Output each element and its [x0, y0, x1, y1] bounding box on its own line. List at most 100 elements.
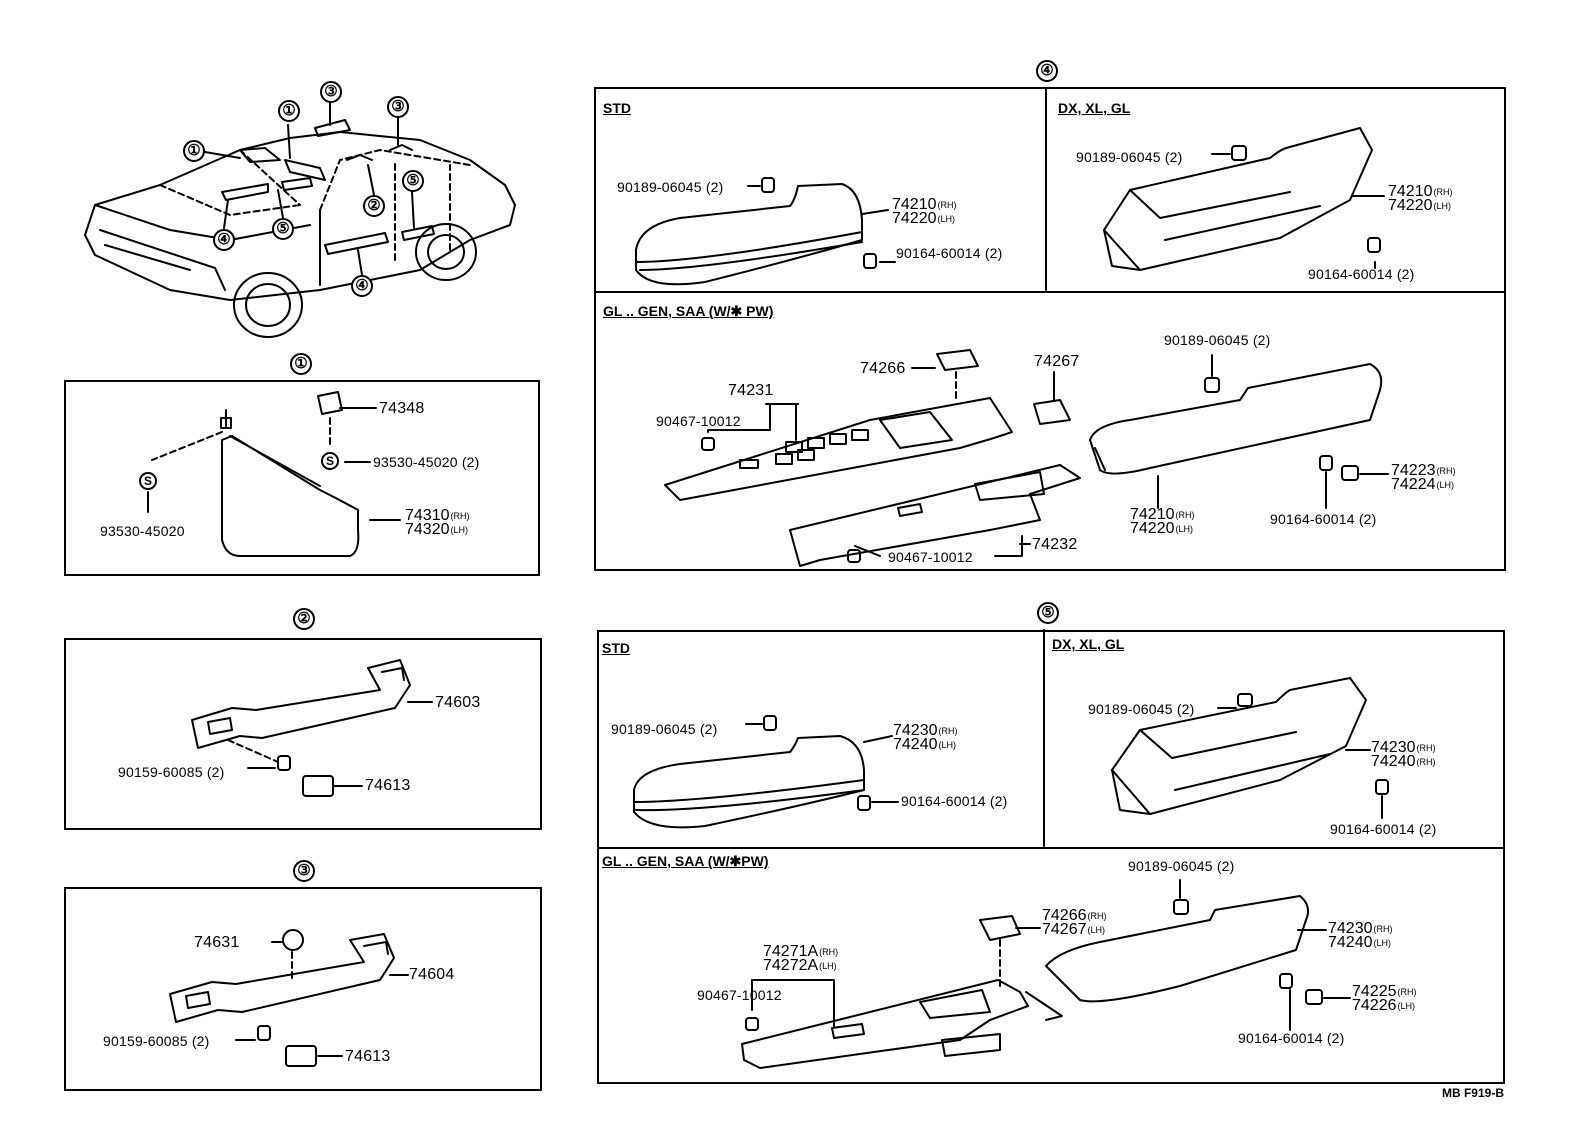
s4-gl-90467-b: 90467-10012 [888, 549, 973, 565]
s5-gl-90467: 90467-10012 [697, 987, 782, 1003]
s5-gl-74271a-74272a: 74271A(RH) 74272A(LH) [763, 944, 839, 974]
drawing-code: MB F919-B [1441, 1086, 1504, 1100]
s5-gl-90189: 90189-06045 (2) [1128, 858, 1235, 874]
section5-divider [599, 847, 1503, 849]
suffix-rh: (RH) [1373, 924, 1393, 934]
s4-std-90164: 90164-60014 (2) [896, 245, 1003, 261]
s4-dx-74220: 74220 [1388, 197, 1433, 214]
suffix-lh: (LH) [819, 961, 837, 971]
s5-dx-74230: 74230 [1371, 739, 1416, 756]
suffix-rh: (RH) [1433, 187, 1453, 197]
part-74310-74320: 74310(RH) 74320(LH) [405, 507, 470, 538]
section4-divider [596, 291, 1504, 293]
s4-dx-heading: DX, XL, GL [1058, 100, 1131, 116]
s4-gl-74267: 74267 [1034, 353, 1080, 370]
s5-gl-74272a: 74272A [763, 957, 819, 974]
s5-gl-74230-74240: 74230(RH) 74240(LH) [1328, 920, 1393, 951]
s5-gl-74266: 74266 [1042, 907, 1087, 924]
s4-std-74210-74220: 74210(RH) 74220(LH) [892, 196, 957, 227]
s-mark-1: S [321, 452, 339, 470]
s5-gl-74225: 74225 [1352, 983, 1397, 1000]
section5-callout: ⑤ [1037, 602, 1059, 624]
suffix-rh: (RH) [937, 200, 957, 210]
suffix-lh: (LH) [937, 214, 956, 224]
suffix-rh: (RH) [450, 511, 470, 521]
s5-gl-74267: 74267 [1042, 921, 1087, 938]
s4-gl-74210: 74210 [1130, 506, 1175, 523]
s5-gl-74230: 74230 [1328, 920, 1373, 937]
s4-dx-74210: 74210 [1388, 183, 1433, 200]
s5-dx-heading: DX, XL, GL [1052, 636, 1125, 652]
section5-panel [597, 630, 1505, 1084]
section3-panel [64, 887, 542, 1091]
s4-gl-armrest-art [664, 349, 1389, 567]
s-mark-2: S [139, 472, 157, 490]
s5-std-74240: 74240 [893, 736, 938, 753]
suffix-rh: (RH) [1087, 911, 1107, 921]
suffix-rh: (RH) [938, 726, 958, 736]
s5-dx-90189: 90189-06045 (2) [1088, 701, 1195, 717]
car-callout-1b: ① [278, 100, 300, 122]
car-callout-1a: ① [183, 140, 205, 162]
section1-callout: ① [290, 353, 312, 375]
part-90159-60085: 90159-60085 (2) [118, 764, 225, 780]
s4-gl-74232: 74232 [1032, 536, 1078, 553]
part-90159-60085-b: 90159-60085 (2) [103, 1033, 210, 1049]
s4-std-armrest-art [635, 177, 896, 286]
s4-std-heading: STD [603, 100, 631, 116]
s4-std-90189: 90189-06045 (2) [617, 179, 724, 195]
s4-std-74220: 74220 [892, 210, 937, 227]
s5-std-armrest-art [633, 715, 899, 829]
s4-gl-74220: 74220 [1130, 520, 1175, 537]
s5-gl-heading: GL .. GEN, SAA (W/✱PW) [602, 853, 769, 869]
s4-gl-90164: 90164-60014 (2) [1270, 511, 1377, 527]
s5-dx-74230-74240: 74230(RH) 74240(RH) [1371, 739, 1436, 770]
car-callout-3a: ③ [320, 81, 342, 103]
suffix-lh: (LH) [1373, 938, 1392, 948]
section4-panel [594, 87, 1506, 571]
s4-gl-90189: 90189-06045 (2) [1164, 332, 1271, 348]
s4-std-74210: 74210 [892, 196, 937, 213]
s5-dx-74240: 74240 [1371, 753, 1416, 770]
car-callout-4a: ④ [213, 229, 235, 251]
s4-gl-74223-74224: 74223(RH) 74224(LH) [1391, 462, 1456, 493]
s5-gl-74225-74226: 74225(RH) 74226(LH) [1352, 983, 1417, 1014]
s4-gl-74223: 74223 [1391, 462, 1436, 479]
assist-grip-3-art [169, 929, 409, 1067]
suffix-rh: (RH) [1436, 466, 1456, 476]
section2-panel [64, 638, 542, 830]
suffix-rh-b: (RH) [1416, 757, 1436, 767]
s4-gl-90467-a: 90467-10012 [656, 413, 741, 429]
assist-grip-2-art [191, 659, 433, 797]
suffix-rh: (RH) [1397, 987, 1417, 997]
part-74613-b: 74613 [345, 1048, 391, 1065]
s5-gl-90164: 90164-60014 (2) [1238, 1030, 1345, 1046]
part-74604: 74604 [409, 966, 455, 983]
section3-callout: ③ [293, 860, 315, 882]
part-74348: 74348 [379, 400, 425, 417]
car-callout-4b: ④ [351, 275, 373, 297]
part-74603: 74603 [435, 694, 481, 711]
s5-std-74230-74240: 74230(RH) 74240(LH) [893, 722, 958, 753]
section1-panel [64, 380, 540, 576]
part-74631: 74631 [194, 934, 240, 951]
suffix-rh: (RH) [819, 947, 839, 957]
s4-gl-74210-74220: 74210(RH) 74220(LH) [1130, 506, 1195, 537]
s4-gl-74224: 74224 [1391, 476, 1436, 493]
car-callout-3b: ③ [387, 96, 409, 118]
suffix-rh: (RH) [1416, 743, 1436, 753]
s4-dx-90189: 90189-06045 (2) [1076, 149, 1183, 165]
part-93530-45020-2: 93530-45020 (2) [373, 454, 480, 470]
section4-callout: ④ [1036, 60, 1058, 82]
car-illustration [84, 102, 516, 338]
s4-gl-74231: 74231 [728, 382, 774, 399]
part-74310: 74310 [405, 507, 450, 524]
s4-dx-74210-74220: 74210(RH) 74220(LH) [1388, 183, 1453, 214]
car-callout-5a: ⑤ [402, 170, 424, 192]
suffix-lh: (LH) [1436, 480, 1455, 490]
car-callout-5b: ⑤ [272, 218, 294, 240]
s5-gl-armrest-art [741, 879, 1351, 1069]
s5-std-74230: 74230 [893, 722, 938, 739]
s5-std-90164: 90164-60014 (2) [901, 793, 1008, 809]
